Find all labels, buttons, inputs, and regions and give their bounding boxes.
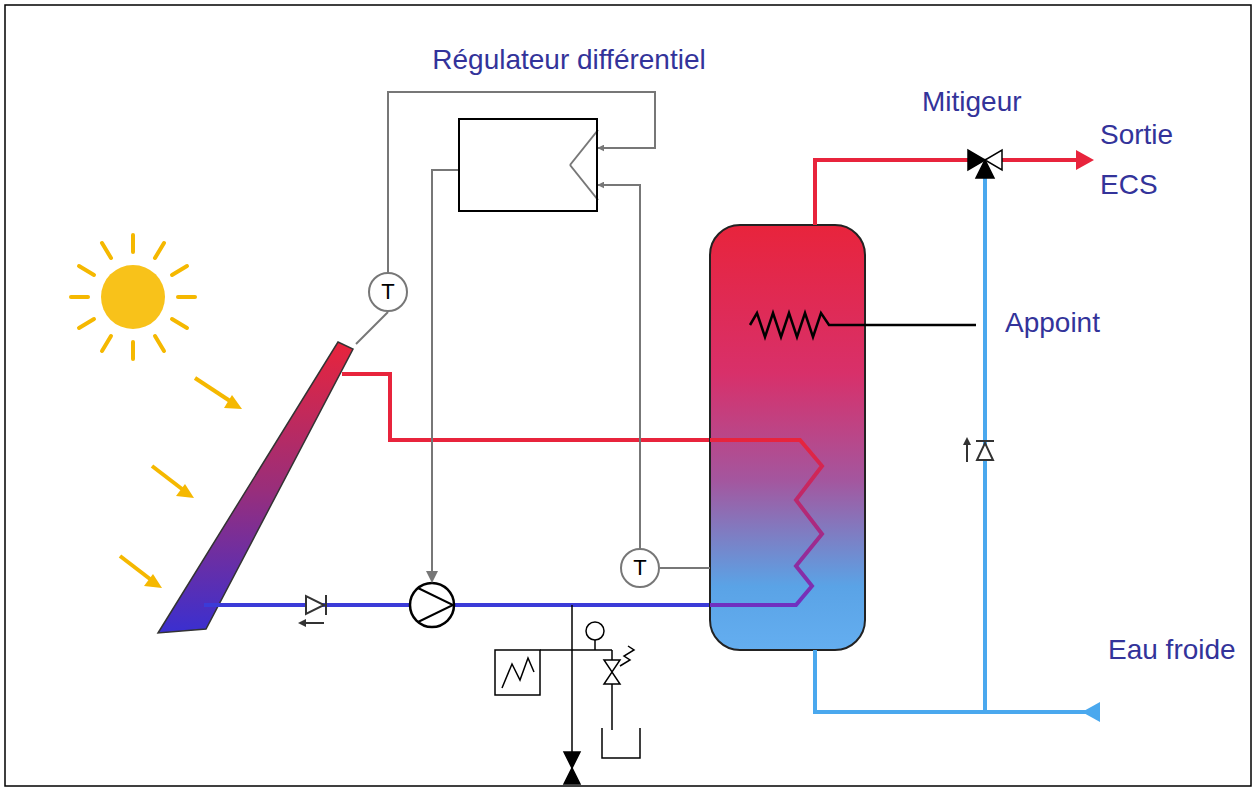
solar-collector xyxy=(158,342,353,633)
sensor-lead xyxy=(356,312,388,344)
frame xyxy=(5,5,1251,786)
safety-group xyxy=(495,605,640,784)
controller-box: Régulateur différentiel xyxy=(458,118,598,212)
sensor-circle xyxy=(368,272,408,312)
sensor-signal-line xyxy=(598,185,640,548)
sensor-letter: T xyxy=(368,272,408,312)
temperature-sensor: T xyxy=(620,548,660,588)
check-valve xyxy=(298,595,326,627)
check-valve xyxy=(963,437,994,462)
electric-heater xyxy=(750,313,976,337)
pump-control-wire xyxy=(432,170,458,575)
comparator-symbol xyxy=(570,165,598,200)
cold-fluid-pipe xyxy=(204,603,710,607)
arrowhead xyxy=(1082,702,1100,722)
mixing-valve xyxy=(968,150,1002,178)
hot-fluid-pipe xyxy=(342,374,710,440)
pump-symbol xyxy=(410,583,454,627)
storage-tank xyxy=(710,225,865,650)
hot-water-outlet xyxy=(1002,158,1078,162)
arrowhead xyxy=(426,571,438,583)
heat-exchanger-coil xyxy=(710,440,822,605)
temperature-sensor: T xyxy=(368,272,408,312)
inlet-label: Eau froide xyxy=(1108,622,1236,678)
component-label: Mitigeur xyxy=(922,86,1022,118)
hot-water-pipe xyxy=(815,160,968,225)
sensor-signal-line xyxy=(388,92,655,272)
sensor-circle xyxy=(620,548,660,588)
sensor-letter: T xyxy=(620,548,660,588)
sun xyxy=(71,235,195,359)
component-label: Appoint xyxy=(1005,307,1100,339)
sensor-lead xyxy=(660,567,710,569)
cold-water-pipe xyxy=(815,650,1088,712)
comparator-symbol xyxy=(570,130,598,165)
controller-heading: Régulateur différentiel xyxy=(432,44,705,76)
arrowhead xyxy=(1076,150,1094,170)
outlet-label: Sortie ECS xyxy=(1100,110,1212,210)
